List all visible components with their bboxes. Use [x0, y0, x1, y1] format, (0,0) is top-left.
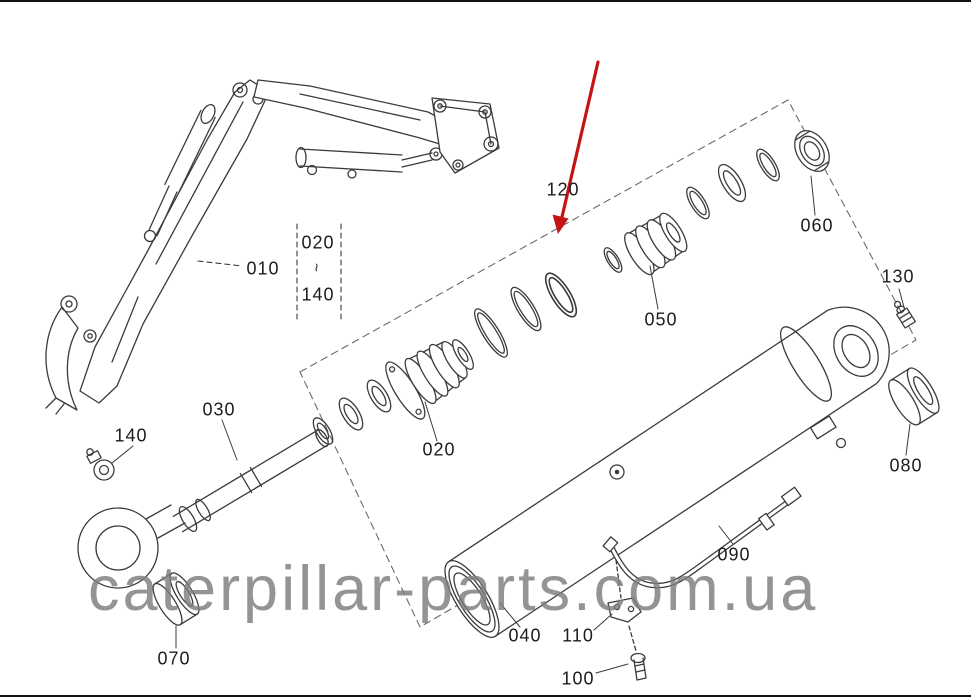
backup-ring-drawing	[603, 247, 623, 273]
red-arrow-annotation	[552, 60, 600, 234]
leader-lines	[111, 175, 911, 674]
part-label-010: 010	[246, 258, 280, 279]
part-label-100: 100	[561, 668, 595, 689]
piston-rod-030-drawing	[77, 428, 329, 589]
bushing-080-drawing	[888, 367, 940, 426]
clamp-110-drawing	[607, 559, 642, 623]
part-label-050: 050	[644, 309, 678, 330]
part-label-020: 020	[422, 439, 456, 460]
part-label-120: 120	[546, 179, 580, 200]
group-ref-bracket-dashes	[296, 223, 342, 321]
rod-seal-rings-drawing	[312, 379, 392, 445]
watermark-text: caterpillar-parts.com.ua	[88, 554, 819, 624]
part-label-140: 140	[114, 425, 148, 446]
nut-060-drawing	[794, 130, 830, 172]
group-ref-to-label: 140	[301, 284, 335, 305]
part-label-030: 030	[202, 399, 236, 420]
leader-010-dashed	[197, 260, 243, 267]
group-ref-tilde: ~	[307, 263, 325, 273]
o-ring-120-drawing	[544, 272, 578, 318]
part-label-060: 060	[800, 215, 834, 236]
group-ref-from-label: 020	[301, 232, 335, 253]
o-rings-drawing	[474, 286, 542, 358]
cylinder-head-020-drawing	[385, 339, 474, 420]
bolt-100-drawing	[628, 625, 647, 681]
cylinder-barrel-040-drawing	[444, 306, 890, 638]
fitting-130-drawing	[893, 300, 916, 329]
part-label-090: 090	[717, 544, 751, 565]
part-label-070: 070	[157, 648, 191, 669]
pipe-090-drawing	[602, 486, 802, 589]
clamp-140-drawing	[86, 448, 115, 481]
excavator-arm-drawing	[45, 79, 500, 415]
part-label-040: 040	[508, 625, 542, 646]
piston-050-drawing	[624, 212, 688, 276]
piston-seal-rings-drawing	[686, 148, 780, 220]
part-label-130: 130	[881, 266, 915, 287]
assembly-boundary-dashes	[299, 99, 917, 628]
part-label-110: 110	[562, 625, 594, 646]
bushing-070-drawing	[152, 572, 200, 626]
part-label-080: 080	[889, 455, 923, 476]
